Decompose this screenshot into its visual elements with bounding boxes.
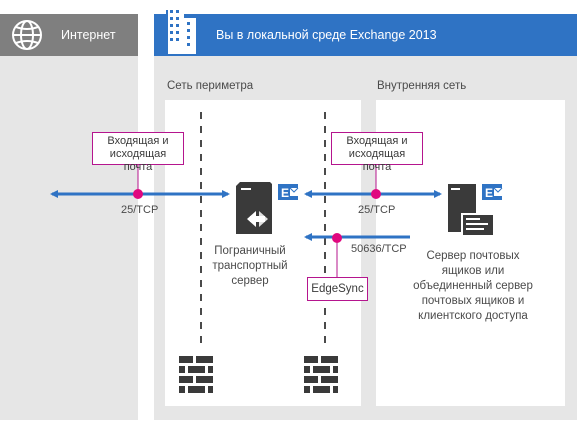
edge-server-label: Пограничный транспортный сервер xyxy=(212,245,288,287)
exchange-logo-icon: E xyxy=(278,184,299,200)
port-label-left: 25/TCP xyxy=(121,204,159,216)
internet-zone xyxy=(0,14,138,420)
internet-label: Интернет xyxy=(61,28,116,42)
svg-text:E: E xyxy=(281,186,289,200)
mailbox-server-icon xyxy=(448,184,495,237)
perimeter-network-zone xyxy=(165,100,361,406)
callout-inbound-outbound-left: Входящая и исходящая почта xyxy=(92,132,184,173)
onprem-label: Вы в локальной среде Exchange 2013 xyxy=(216,28,437,42)
globe-icon xyxy=(12,20,42,50)
port-label-right: 25/TCP xyxy=(358,204,396,216)
dot-edgesync xyxy=(332,233,342,243)
edge-server-icon xyxy=(236,182,272,234)
dot-right xyxy=(371,189,381,199)
callout-edgesync: EdgeSync xyxy=(307,277,368,301)
perimeter-network-label: Сеть периметра xyxy=(167,80,254,92)
dot-left xyxy=(133,189,143,199)
onprem-header xyxy=(154,14,577,56)
mailbox-server-label: Сервер почтовых ящиков или объединенный … xyxy=(413,250,533,322)
svg-text:E: E xyxy=(485,186,493,200)
firewall-icon xyxy=(304,356,338,393)
exchange-logo-icon: E xyxy=(482,184,503,200)
port-label-edgesync: 50636/TCP xyxy=(351,243,407,255)
firewall-icon xyxy=(179,356,213,393)
callout-inbound-outbound-right: Входящая и исходящая почта xyxy=(331,132,423,173)
internal-network-label: Внутренняя сеть xyxy=(377,80,467,92)
building-icon xyxy=(166,6,196,56)
